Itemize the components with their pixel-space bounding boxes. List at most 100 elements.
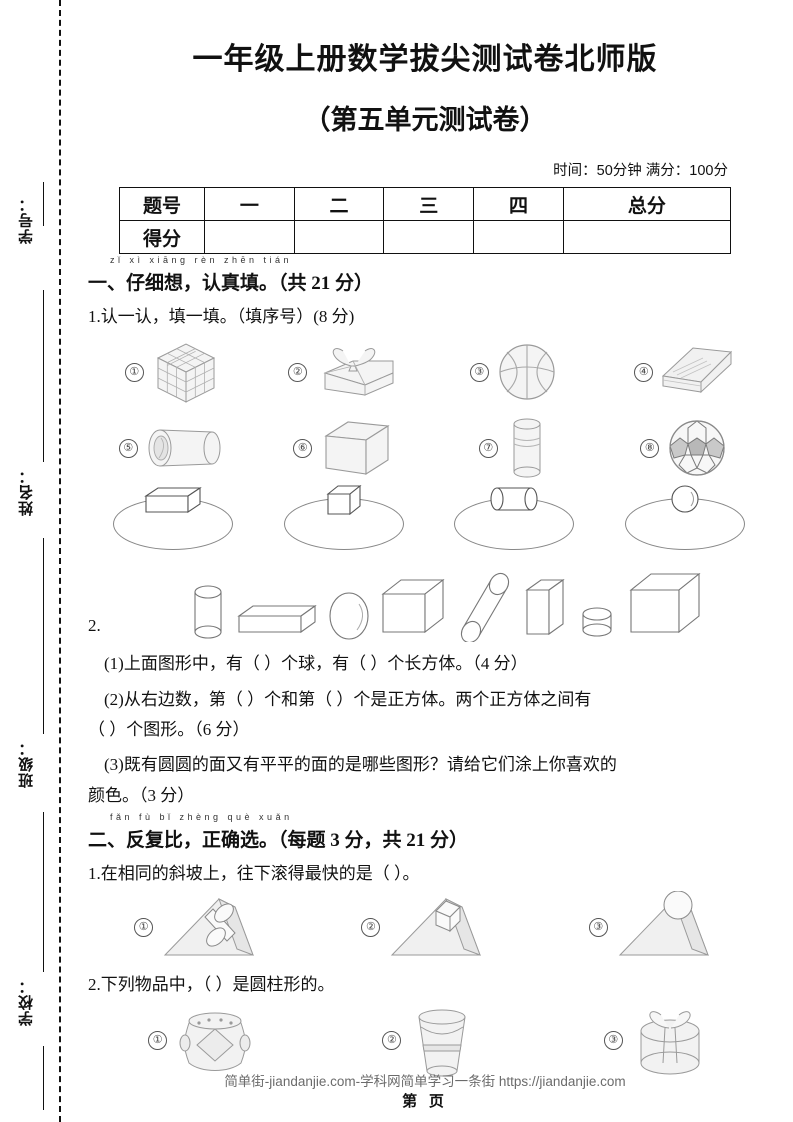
object-item[interactable]: ④ (600, 342, 771, 402)
q1-1-objects-row-1: ① (88, 336, 770, 408)
gift-box-icon (313, 339, 399, 405)
fold-dashed-line (59, 0, 61, 1122)
page-subtitle: （第五单元测试卷） (303, 105, 547, 135)
round-gift-box-icon (631, 1001, 709, 1081)
object-index: ⑦ (478, 438, 498, 458)
section-1-heading-wrap: zǐ xì xiāng rèn zhēn tián 一、仔细想，认真填。（共 2… (88, 255, 770, 295)
score-table-label-cell: 得分 (119, 220, 205, 254)
object-item[interactable]: ⑥ (259, 416, 430, 480)
object-index: ① (124, 362, 144, 382)
answer-group-cube[interactable] (259, 484, 430, 551)
score-table-header-cell: 四 (473, 187, 564, 221)
score-table-header-cell: 题号 (119, 187, 205, 221)
table-row: 得分 (119, 220, 732, 254)
score-input-cell[interactable] (293, 220, 385, 254)
score-input-cell[interactable] (473, 220, 564, 254)
option-index: ① (134, 917, 154, 937)
margin-rule-5 (43, 1046, 44, 1110)
section-1-heading: 一、仔细想，认真填。（共 21 分） (88, 273, 374, 294)
answer-group-cylinder[interactable] (429, 484, 600, 551)
margin-label-student-id: 学号： (19, 196, 35, 244)
q1-2-sub3-line1: (3)既有圆圆的面又有平平的面的是哪些图形？请给它们涂上你喜欢的 (104, 755, 617, 775)
margin-rule-1 (43, 182, 44, 226)
ramp-cuboid-icon (384, 891, 496, 963)
cylinder-icon (485, 480, 543, 518)
cylinder-short-icon (573, 598, 621, 642)
option-item[interactable]: ② (315, 1001, 542, 1081)
option-item[interactable]: ② (315, 891, 542, 963)
section-2-pinyin: fǎn fù bǐ zhèng què xuǎn (110, 812, 293, 823)
tilted-cylinder-icon (453, 568, 515, 643)
answer-group-sphere[interactable] (600, 484, 771, 551)
cube-large-icon (625, 566, 705, 642)
score-input-cell[interactable] (562, 220, 732, 254)
score-input-cell[interactable] (204, 220, 295, 254)
q2-1-options: ① ② (88, 891, 770, 963)
q1-1-objects-row-2: ⑤ ⑥ (88, 414, 770, 482)
object-item[interactable]: ⑤ (88, 420, 259, 476)
exam-meta: 时间：50分钟 满分：100分 (553, 163, 728, 179)
q2-1-text: 1.在相同的斜坡上，往下滚得最快的是（ ）。 (88, 864, 420, 884)
object-item[interactable]: ③ (429, 340, 600, 404)
q1-2-sub2-line1: (2)从右边数，第（ ）个和第（ ）个是正方体。两个正方体之间有 (104, 689, 592, 709)
object-item[interactable]: ⑧ (600, 416, 771, 480)
ramp-cylinder-icon (157, 891, 269, 963)
option-index: ③ (603, 1031, 623, 1051)
cube-icon (377, 572, 449, 642)
object-item[interactable]: ② (259, 339, 430, 405)
q2-2-options: ① (88, 1001, 770, 1081)
cube-box-icon (318, 416, 394, 480)
margin-label-class: 班级： (19, 740, 35, 788)
score-table-header-cell: 总分 (562, 187, 732, 221)
glass-cylinder-icon (504, 414, 550, 482)
can-cylinder-icon (144, 420, 228, 476)
option-index: ① (148, 1031, 168, 1051)
margin-rule-2 (43, 290, 44, 462)
margin-rule-3 (43, 538, 44, 734)
object-index: ⑥ (293, 438, 313, 458)
page-title: 一年级上册数学拔尖测试卷北师版 (192, 43, 658, 76)
option-index: ③ (588, 917, 608, 937)
q1-2-sub1: (1)上面图形中，有（ ）个球，有（ ）个长方体。（4 分） (104, 654, 528, 674)
q1-1-text: 1.认一认，填一填。（填序号）(8 分) (88, 307, 355, 326)
cube-icon (322, 480, 366, 522)
object-index: ④ (634, 362, 654, 382)
q1-2-sub3-line2: 颜色。（3 分） (88, 785, 195, 805)
q1-2-shapes-row (120, 566, 770, 643)
section-2-heading-wrap: fǎn fù bǐ zhèng què xuǎn 二、反复比，正确选。（每题 3… (88, 812, 770, 852)
page-number: 第 页 (402, 1094, 448, 1110)
soccer-ball-icon (665, 416, 729, 480)
basketball-icon (495, 340, 559, 404)
score-input-cell[interactable] (383, 220, 475, 254)
object-item[interactable]: ⑦ (429, 414, 600, 482)
score-table-header-cell: 一 (204, 187, 295, 221)
margin-info-column: 学号： 姓名： 班级： 学校： (16, 0, 56, 1122)
drum-icon (175, 1003, 255, 1079)
q1-1-answer-groups (88, 484, 771, 551)
cuboid-icon (140, 480, 206, 520)
sphere-icon (325, 582, 373, 642)
answer-group-cuboid[interactable] (88, 484, 259, 551)
option-index: ② (382, 1031, 402, 1051)
option-item[interactable]: ③ (543, 891, 770, 963)
cuboid-long-icon (235, 592, 321, 642)
sphere-icon (666, 480, 704, 518)
book-icon (659, 342, 735, 402)
exam-page: 一年级上册数学拔尖测试卷北师版 （第五单元测试卷） 时间：50分钟 满分：100… (80, 0, 770, 1122)
option-item[interactable]: ① (88, 1001, 315, 1081)
object-item[interactable]: ① (88, 336, 259, 408)
watermark-text: 简单街-jiandanjie.com-学科网简单学习一条街 https://ji… (224, 1074, 626, 1089)
q1-2-sub2-line2: （ ）个图形。（6 分） (88, 720, 250, 740)
object-index: ⑧ (640, 438, 660, 458)
object-index: ③ (469, 362, 489, 382)
margin-label-name: 姓名： (19, 468, 35, 516)
q1-2-number: 2. (88, 616, 101, 636)
option-item[interactable]: ③ (543, 1001, 770, 1081)
option-item[interactable]: ① (88, 891, 315, 963)
rubiks-cube-icon (150, 336, 222, 408)
section-2-heading: 二、反复比，正确选。（每题 3 分，共 21 分） (88, 830, 469, 852)
object-index: ② (288, 362, 308, 382)
section-1-pinyin: zǐ xì xiāng rèn zhēn tián (110, 255, 293, 265)
bucket-icon (409, 1001, 475, 1081)
ramp-sphere-icon (612, 891, 724, 963)
